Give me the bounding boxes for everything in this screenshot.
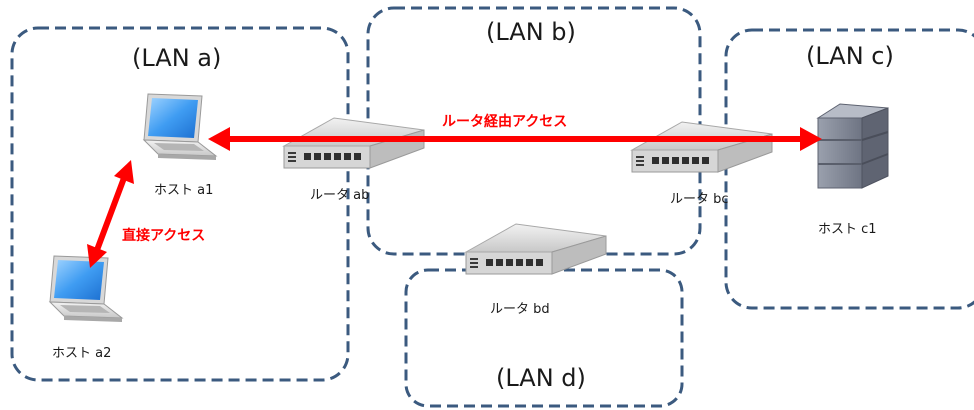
router-bd-router-icon[interactable] <box>465 223 607 275</box>
lan-b-label: (LAN b) <box>486 18 576 46</box>
lan-c-label: (LAN c) <box>806 42 894 70</box>
router-ab-router-icon[interactable] <box>283 117 425 169</box>
host-a1-laptop-icon[interactable] <box>143 93 217 161</box>
host-a2-laptop-icon[interactable] <box>49 255 123 323</box>
host-c1-server-icon[interactable] <box>817 103 889 189</box>
lan-a-boundary <box>10 26 350 382</box>
router-bc-router-icon[interactable] <box>631 121 773 173</box>
router-ab-label: ルータ ab <box>310 188 369 203</box>
host-c1-label: ホスト c1 <box>818 222 877 237</box>
router-bc-label: ルータ bc <box>670 192 729 207</box>
lan-a-label: (LAN a) <box>132 44 221 72</box>
lan-d-boundary <box>404 268 684 408</box>
router-access-arrow <box>208 127 822 151</box>
host-a1-label: ホスト a1 <box>154 183 213 198</box>
direct-access-label: 直接アクセス <box>122 227 205 244</box>
direct-access-arrow <box>87 160 134 268</box>
router-access-label: ルータ経由アクセス <box>442 113 567 130</box>
lan-d-label: (LAN d) <box>496 364 586 392</box>
router-bd-label: ルータ bd <box>490 302 550 317</box>
host-a2-label: ホスト a2 <box>52 346 111 361</box>
